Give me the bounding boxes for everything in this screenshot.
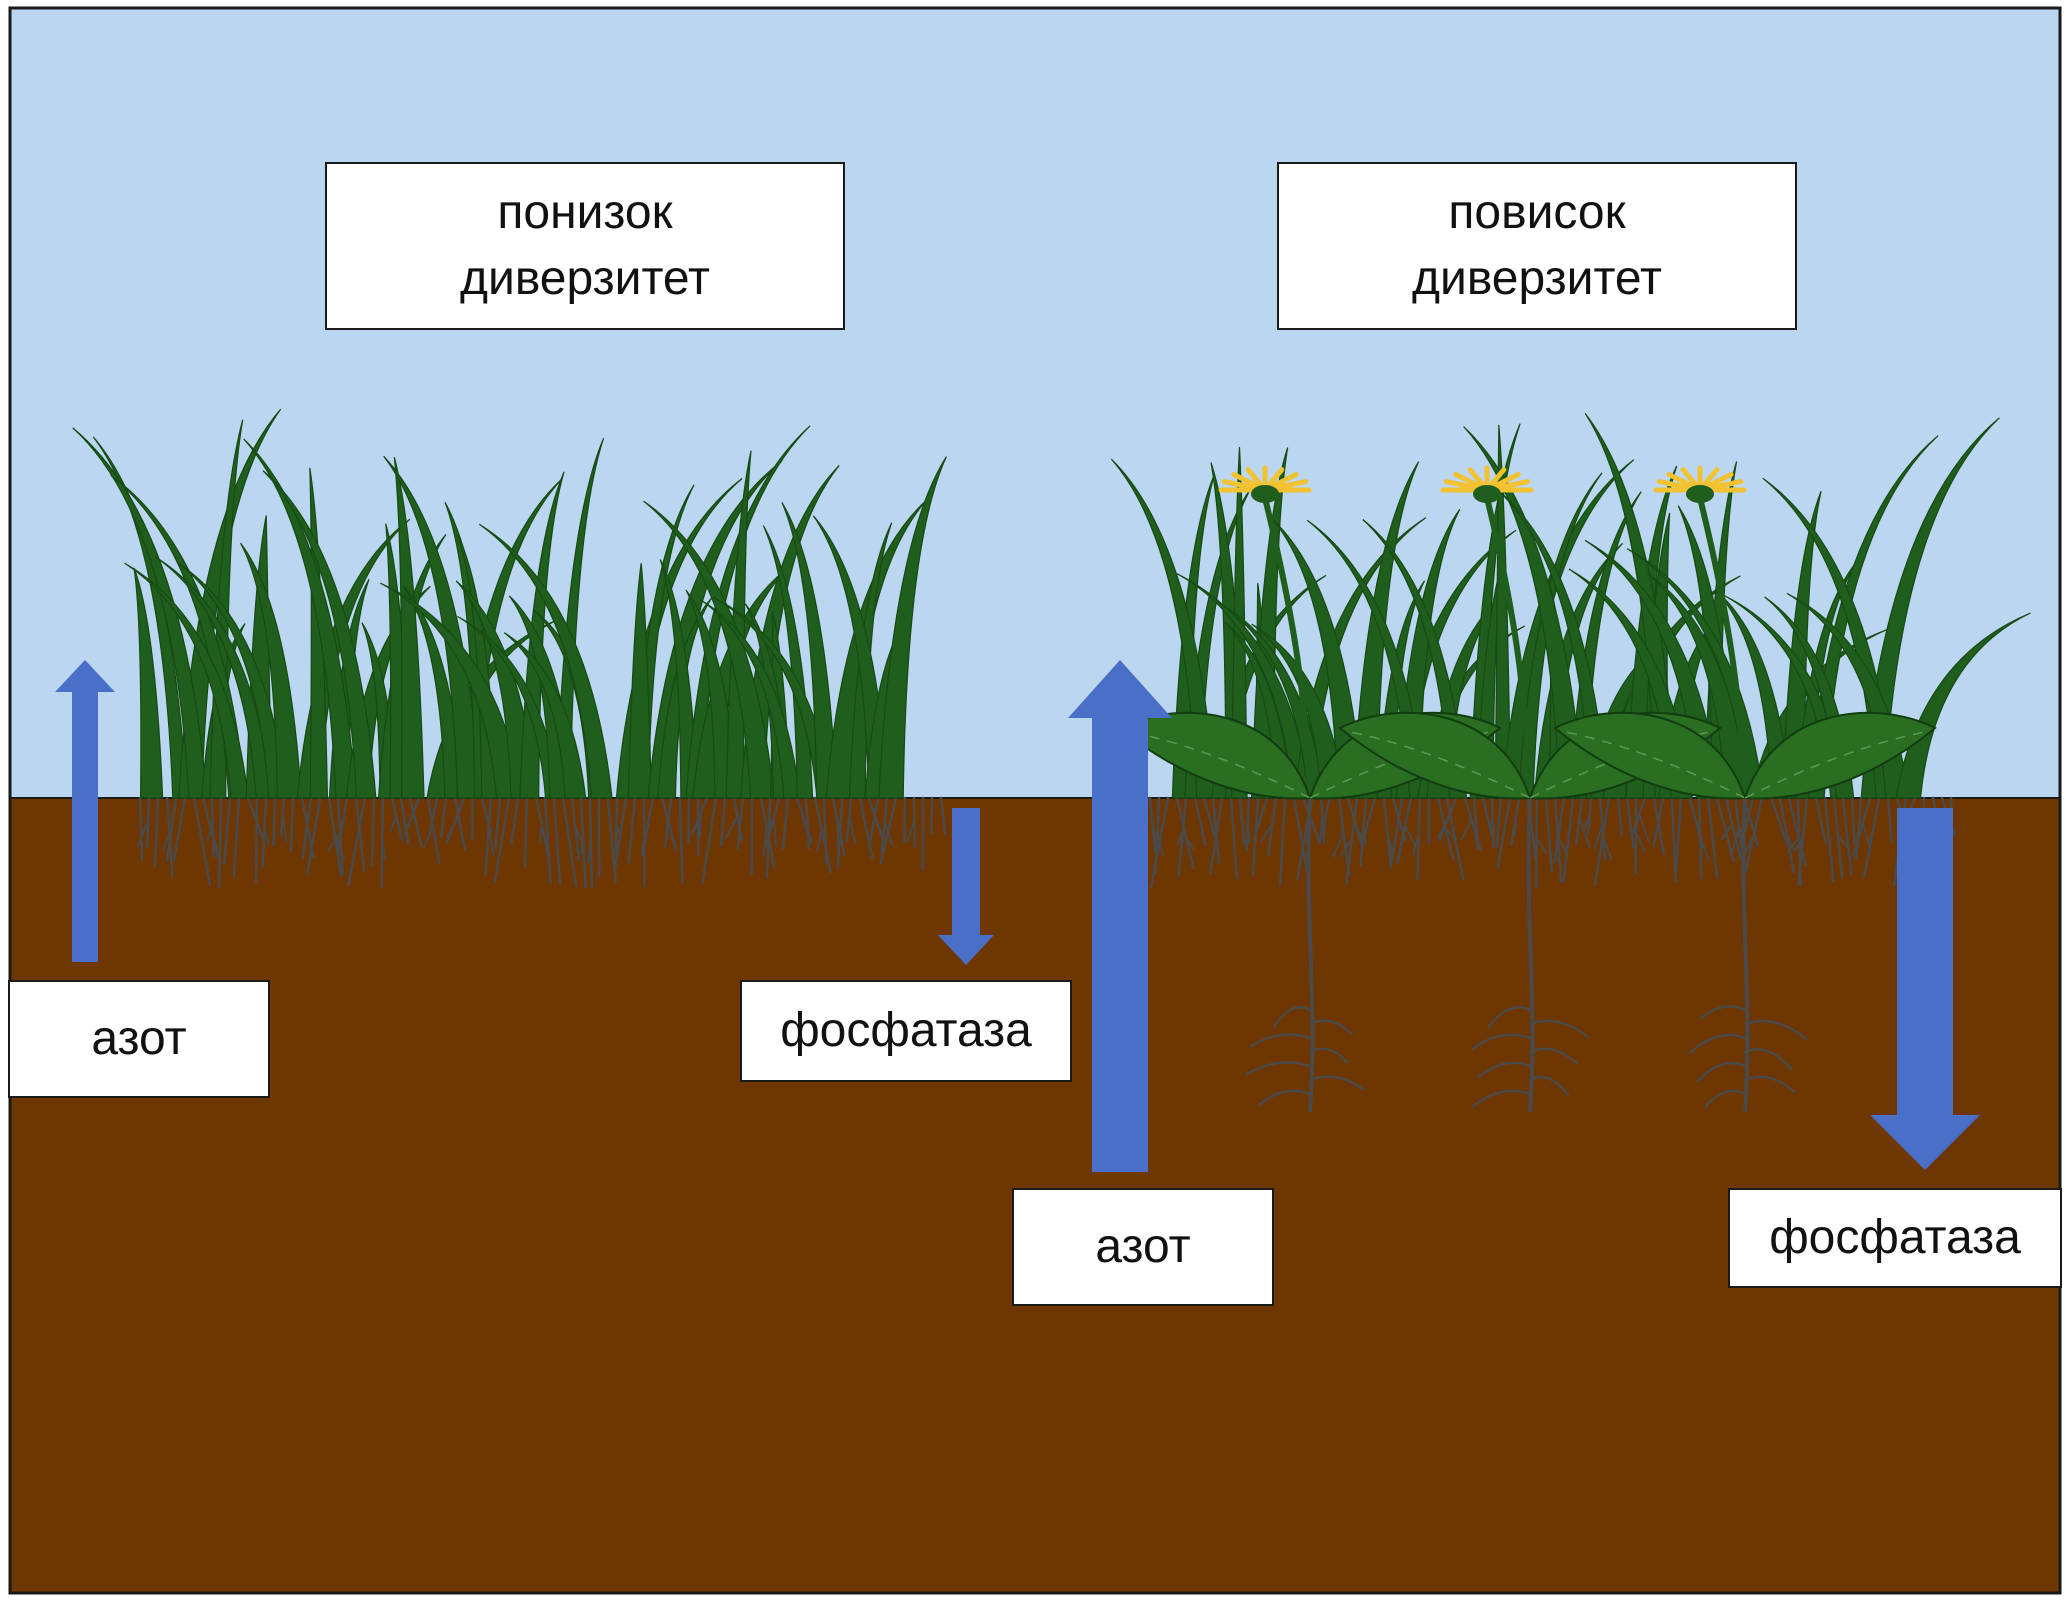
low-nitrogen-label-box: азот xyxy=(8,980,270,1098)
root-strand xyxy=(1536,798,1537,887)
root-branch xyxy=(1515,819,1516,835)
root-strand xyxy=(273,798,275,845)
root-branch xyxy=(581,838,582,853)
high-phosphatase-label: фосфатаза xyxy=(1769,1205,2021,1271)
root-strand xyxy=(688,798,689,842)
low-phosphatase-label-box: фосфатаза xyxy=(740,980,1072,1082)
low-diversity-title-line1: понизок xyxy=(497,180,672,246)
root-branch xyxy=(1493,820,1494,837)
root-strand xyxy=(904,798,905,842)
root-branch xyxy=(1248,821,1249,842)
root-strand xyxy=(256,798,257,882)
root-strand xyxy=(472,798,473,839)
root-branch xyxy=(1853,817,1854,843)
high-nitrogen-label: азот xyxy=(1095,1214,1190,1280)
root-branch xyxy=(700,814,701,836)
root-branch xyxy=(837,823,838,844)
low-diversity-title-box: понизок диверзитет xyxy=(325,162,845,330)
high-diversity-title-box: повисок диверзитет xyxy=(1277,162,1797,330)
high-diversity-title-line1: повисок xyxy=(1448,180,1625,246)
low-phosphatase-label: фосфатаза xyxy=(780,998,1032,1064)
low-diversity-title-line2: диверзитет xyxy=(460,246,710,312)
low-nitrogen-label: азот xyxy=(91,1006,186,1072)
flower-icon xyxy=(1473,485,1501,503)
high-diversity-title-line2: диверзитет xyxy=(1412,246,1662,312)
root-strand xyxy=(219,798,221,887)
flower-icon xyxy=(1251,485,1279,503)
high-phosphatase-label-box: фосфатаза xyxy=(1728,1188,2062,1288)
flower-icon xyxy=(1686,485,1714,503)
high-nitrogen-label-box: азот xyxy=(1012,1188,1274,1306)
